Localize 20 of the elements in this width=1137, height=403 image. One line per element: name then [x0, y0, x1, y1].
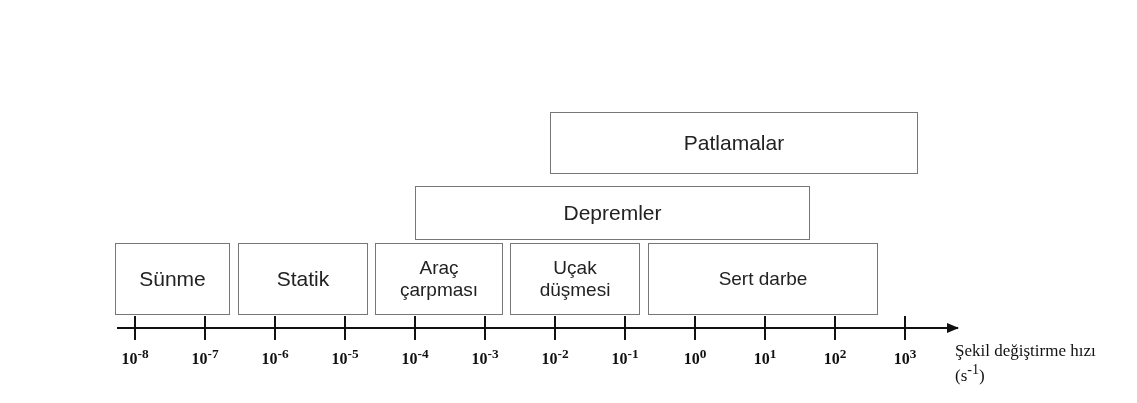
tick-label: 10$^{-2}$ [541, 346, 569, 369]
tick-label: 10$^{-5}$ [331, 346, 359, 369]
tick-label: 10$^{0}$ [683, 346, 707, 369]
tick-label: 10$^{3}$ [893, 346, 917, 369]
tick-label: 10$^{-7}$ [191, 346, 219, 369]
range-box: Patlamalar [550, 112, 918, 174]
range-box: Uçak düşmesi [510, 243, 640, 315]
tick-label: 10$^{-3}$ [471, 346, 499, 369]
tick-label: 10$^{-1}$ [611, 346, 639, 369]
tick-label: 10$^{2}$ [823, 346, 847, 369]
range-box: Sert darbe [648, 243, 878, 315]
tick-label: 10$^{-6}$ [261, 346, 289, 369]
tick-label: 10$^{-8}$ [121, 346, 149, 369]
axis-title: Şekil değiştirme hızı (s$^{-1}$) [955, 341, 1097, 385]
tick-label: 10$^{-4}$ [401, 346, 429, 369]
range-box: Sünme [115, 243, 230, 315]
range-box: Statik [238, 243, 368, 315]
tick-label: 10$^{1}$ [753, 346, 777, 369]
range-box: Araç çarpması [375, 243, 503, 315]
range-box: Depremler [415, 186, 810, 240]
